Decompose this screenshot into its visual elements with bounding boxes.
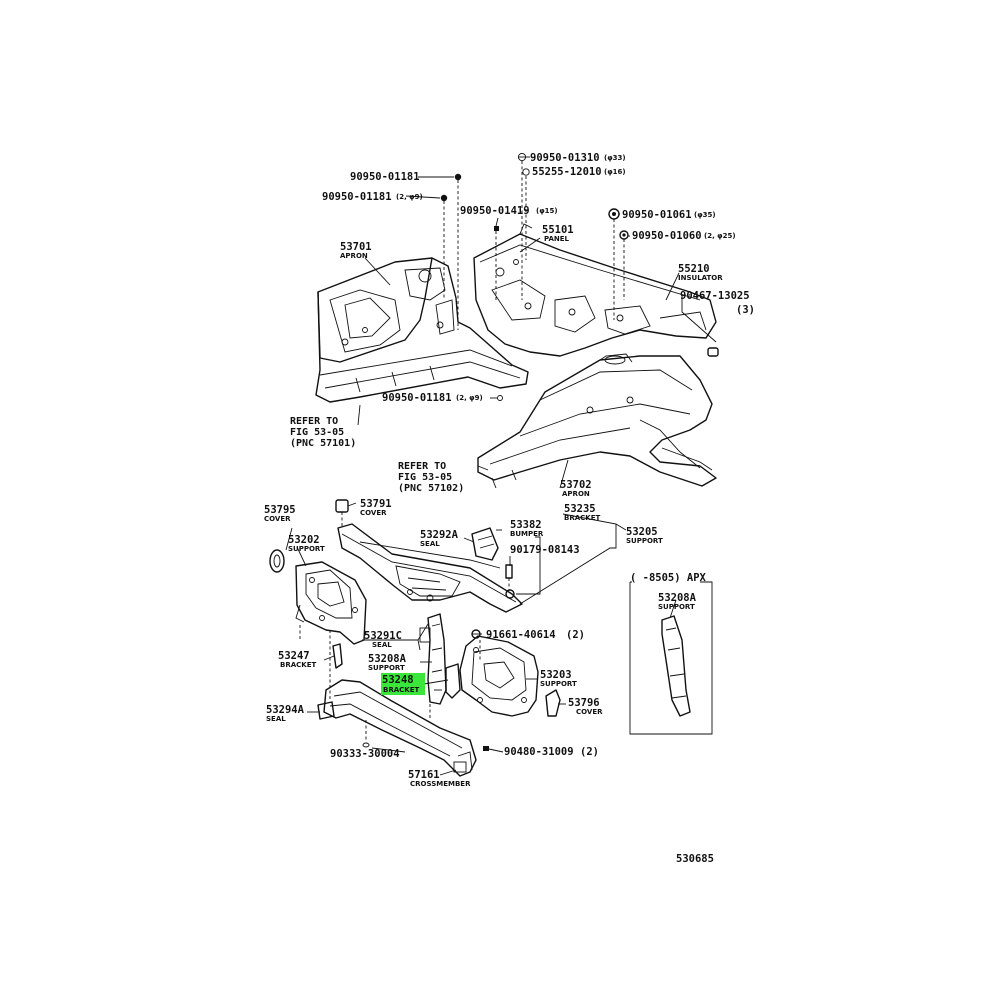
figure-number: 530685 bbox=[676, 853, 714, 865]
label-57161: 57161 bbox=[408, 769, 440, 781]
label-53294A: 53294A bbox=[266, 704, 305, 716]
note-90467-13025: (3) bbox=[736, 304, 755, 316]
label-90950-01310: 90950-01310 bbox=[530, 152, 600, 164]
bracket-53248-drawing bbox=[445, 663, 461, 699]
label-apx-header: ( -8505) APX bbox=[630, 572, 707, 584]
label-53208A-apx: 53208A bbox=[658, 592, 697, 604]
crossmember-57161-drawing bbox=[323, 679, 477, 777]
label-90950-01181-c: 90950-01181 bbox=[382, 392, 452, 404]
apron-53702-drawing bbox=[477, 353, 717, 489]
note-90480-31009: (2) bbox=[580, 746, 599, 758]
note-90950-01419: (φ15) bbox=[536, 207, 558, 215]
sub-53205: SUPPORT bbox=[626, 537, 663, 545]
clip-90333-drawing bbox=[362, 742, 370, 748]
label-53791: 53791 bbox=[360, 498, 392, 510]
labels: 90950-01181 90950-01181 (2, φ9) 90950-01… bbox=[264, 152, 755, 865]
label-53702: 53702 bbox=[560, 479, 592, 491]
note-90950-01310: (φ33) bbox=[604, 154, 626, 162]
label-53248: 53248 bbox=[382, 674, 414, 686]
sub-53795: COVER bbox=[264, 515, 291, 523]
label-53235: 53235 bbox=[564, 503, 596, 515]
support-53205-drawing bbox=[337, 523, 523, 613]
refer1-line1: REFER TO bbox=[290, 416, 338, 427]
seal-53294A-drawing bbox=[317, 701, 335, 720]
sub-53247: BRACKET bbox=[280, 661, 316, 669]
dashed-lines-top bbox=[443, 161, 625, 330]
label-55255-12010: 55255-12010 bbox=[532, 166, 602, 178]
panel-55101-drawing bbox=[473, 223, 717, 357]
sub-53291C: SEAL bbox=[372, 641, 392, 649]
note-90950-01181-c: (2, φ9) bbox=[456, 394, 483, 402]
bracket-53235-drawing bbox=[471, 527, 515, 599]
label-91661-40614: 91661-40614 bbox=[486, 629, 556, 641]
sub-53235: BRACKET bbox=[564, 514, 600, 522]
label-53796: 53796 bbox=[568, 697, 600, 709]
note-91661-40614: (2) bbox=[566, 629, 585, 641]
refer1-line2: FIG 53-05 bbox=[290, 427, 344, 438]
label-90950-01419: 90950-01419 bbox=[460, 205, 530, 217]
highlight-53248 bbox=[381, 673, 425, 695]
label-90950-01181-a: 90950-01181 bbox=[350, 171, 420, 183]
label-90333-30004: 90333-30004 bbox=[330, 748, 400, 760]
sub-53208A-apx: SUPPORT bbox=[658, 603, 695, 611]
sub-53382: BUMPER bbox=[510, 530, 544, 538]
label-90950-01061: 90950-01061 bbox=[622, 209, 692, 221]
sub-53701: APRON bbox=[340, 252, 368, 260]
sub-53294A: SEAL bbox=[266, 715, 286, 723]
sub-53248: BRACKET bbox=[383, 686, 419, 694]
refer2-line3: (PNC 57102) bbox=[398, 483, 464, 494]
note-90950-01061: (φ35) bbox=[694, 211, 716, 219]
cover-53796-drawing bbox=[545, 689, 561, 717]
label-53382: 53382 bbox=[510, 519, 542, 531]
cover-53795-drawing bbox=[269, 549, 285, 573]
label-55101: 55101 bbox=[542, 224, 574, 236]
bracket-53247-drawing bbox=[332, 643, 343, 669]
label-90950-01181-b: 90950-01181 bbox=[322, 191, 392, 203]
label-53247: 53247 bbox=[278, 650, 310, 662]
label-90950-01060: 90950-01060 bbox=[632, 230, 702, 242]
top-fasteners bbox=[440, 152, 629, 401]
label-90480-31009: 90480-31009 bbox=[504, 746, 574, 758]
label-53701: 53701 bbox=[340, 241, 372, 253]
note-90950-01060: (2, φ25) bbox=[704, 232, 736, 240]
leader-lines bbox=[285, 156, 717, 776]
sub-55101: PANEL bbox=[544, 235, 570, 243]
sub-57161: CROSSMEMBER bbox=[410, 780, 471, 788]
label-53202: 53202 bbox=[288, 534, 320, 546]
label-53203: 53203 bbox=[540, 669, 572, 681]
sub-53208A: SUPPORT bbox=[368, 664, 405, 672]
note-55255-12010: (φ16) bbox=[604, 168, 626, 176]
apx-inset bbox=[629, 581, 713, 735]
sub-55210: INSULATOR bbox=[678, 274, 723, 282]
note-90950-01181-b: (2, φ9) bbox=[396, 193, 423, 201]
sub-53203: SUPPORT bbox=[540, 680, 577, 688]
dashed-lines-lower bbox=[299, 512, 481, 742]
support-53202-drawing bbox=[295, 561, 367, 645]
sub-53791: COVER bbox=[360, 509, 387, 517]
apron-53701-drawing bbox=[315, 257, 529, 403]
sub-53702: APRON bbox=[562, 490, 590, 498]
label-53292A: 53292A bbox=[420, 529, 459, 541]
label-90179-08143: 90179-08143 bbox=[510, 544, 580, 556]
label-55210: 55210 bbox=[678, 263, 710, 275]
screw-90480-drawing bbox=[483, 746, 489, 751]
refer2-line1: REFER TO bbox=[398, 461, 446, 472]
clip-90467-drawing bbox=[707, 347, 719, 357]
seal-53292A-drawing bbox=[359, 541, 501, 569]
label-53795: 53795 bbox=[264, 504, 296, 516]
label-53205: 53205 bbox=[626, 526, 658, 538]
cover-53791-drawing bbox=[335, 499, 349, 513]
support-53203-drawing bbox=[459, 635, 539, 717]
sub-53796: COVER bbox=[576, 708, 603, 716]
sub-53292A: SEAL bbox=[420, 540, 440, 548]
label-90467-13025: 90467-13025 bbox=[680, 290, 750, 302]
refer2-line2: FIG 53-05 bbox=[398, 472, 452, 483]
label-53208A: 53208A bbox=[368, 653, 407, 665]
label-53291C: 53291C bbox=[364, 630, 402, 642]
support-53208A-drawing bbox=[419, 613, 447, 705]
refer1-line3: (PNC 57101) bbox=[290, 438, 356, 449]
sub-53202: SUPPORT bbox=[288, 545, 325, 553]
